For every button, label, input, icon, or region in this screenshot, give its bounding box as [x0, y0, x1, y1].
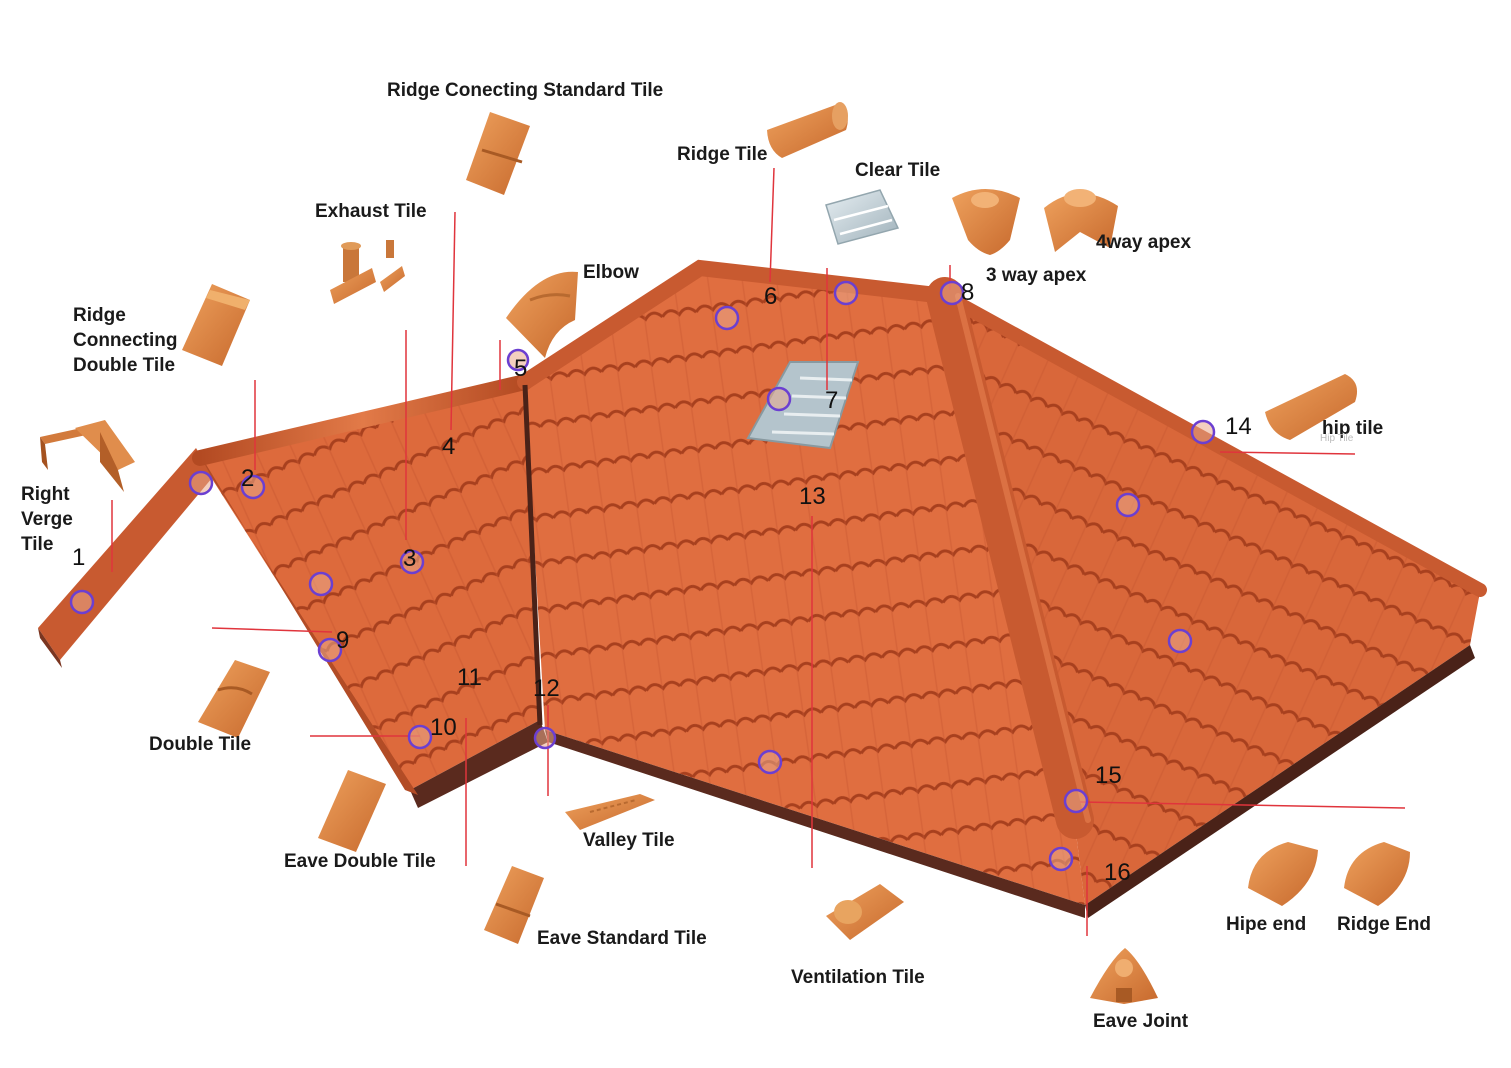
callout-12: 12: [533, 675, 560, 702]
marker: [939, 280, 965, 306]
callout-7: 7: [825, 387, 839, 414]
eave-double-tile-piece: [318, 770, 386, 852]
label-hip-tile: hip tile: [1322, 418, 1384, 439]
callout-5: 5: [514, 355, 528, 382]
tile-pieces: [40, 102, 1410, 1004]
fascia-front: [545, 730, 1085, 918]
callout-10: 10: [430, 714, 457, 741]
callout-2: 2: [241, 465, 255, 492]
leader-14: [1219, 451, 1356, 455]
label-hip-tile-faint: Hip Tile: [1320, 433, 1354, 444]
roof-right-slope: [945, 300, 1480, 905]
callout-6: 6: [764, 283, 778, 310]
marker: [188, 470, 214, 496]
marker: [833, 280, 859, 306]
label-ventilation-tile: Ventilation Tile: [791, 967, 925, 988]
label-eave-double-tile: Eave Double Tile: [284, 851, 436, 872]
label-right-verge-tile: Right Verge Tile: [21, 484, 73, 555]
leader-9: [211, 627, 333, 633]
marker: [399, 549, 425, 575]
ridge-left: [192, 374, 533, 466]
callout-8: 8: [961, 279, 975, 306]
ridge-end-piece: [1344, 842, 1410, 906]
callout-16: 16: [1104, 859, 1131, 886]
marker: [506, 348, 530, 372]
leader-4: [450, 211, 456, 431]
marker: [308, 571, 334, 597]
elbow-piece: [506, 271, 578, 358]
label-ridge-connecting-standard-tile: Ridge Conecting Standard Tile: [387, 80, 664, 101]
callout-1: 1: [72, 544, 86, 571]
leader-15: [1079, 801, 1406, 809]
ridge-tile-piece: [767, 102, 848, 158]
hip-main-shade: [955, 293, 1091, 823]
label-ridge-connecting-double-tile: Ridge Connecting Double Tile: [73, 305, 178, 376]
label-3-way-apex: 3 way apex: [986, 265, 1087, 286]
label-eave-joint: Eave Joint: [1093, 1011, 1189, 1032]
marker: [317, 637, 343, 663]
hip-main: [926, 277, 1094, 839]
marker: [714, 305, 740, 331]
leader-lines: [111, 167, 1406, 936]
double-tile-piece: [198, 660, 270, 738]
roof-left-slope: [200, 385, 540, 790]
hipe-end-piece: [1248, 842, 1318, 906]
callout-13: 13: [799, 483, 826, 510]
callout-9: 9: [336, 627, 350, 654]
hip-tile-piece: [1265, 374, 1358, 440]
label-clear-tile: Clear Tile: [855, 160, 941, 181]
label-4way-apex: 4way apex: [1096, 232, 1192, 253]
ridge-connecting-standard-tile-piece: [466, 112, 530, 195]
label-eave-standard-tile: Eave Standard Tile: [537, 928, 707, 949]
ridge-connecting-double-tile-piece: [182, 284, 250, 366]
marker: [1190, 419, 1216, 445]
label-elbow: Elbow: [583, 262, 639, 283]
label-hipe-end: Hipe end: [1226, 914, 1307, 935]
callout-11: 11: [457, 664, 482, 691]
callout-14: 14: [1225, 413, 1252, 440]
label-exhaust-tile: Exhaust Tile: [315, 201, 427, 222]
marker: [1063, 788, 1089, 814]
leader-6: [769, 167, 775, 283]
marker: [69, 589, 95, 615]
exhaust-tile-pieces: [330, 240, 405, 304]
label-valley-tile: Valley Tile: [583, 830, 675, 851]
roof: [38, 259, 1487, 918]
roof-front-slope: [525, 270, 1085, 905]
callout-15: 15: [1095, 762, 1122, 789]
fascia-left: [410, 720, 548, 808]
marker: [766, 386, 792, 412]
hip-right: [938, 289, 1487, 597]
fascia-right: [1085, 645, 1475, 918]
marker: [240, 474, 266, 500]
three-way-apex-piece: [952, 189, 1020, 255]
label-ridge-tile: Ridge Tile: [677, 144, 768, 165]
ridge-top: [517, 259, 953, 390]
marker: [1048, 846, 1074, 872]
marker: [1167, 628, 1193, 654]
ventilation-tile-piece: [826, 884, 904, 940]
marker: [1115, 492, 1141, 518]
label-ridge-end: Ridge End: [1337, 914, 1431, 935]
right-verge-tile-piece: [40, 420, 135, 492]
valley-line: [522, 384, 543, 726]
eave-joint-piece: [1090, 948, 1158, 1004]
marker: [533, 726, 557, 750]
roof-clear-tile: [746, 361, 860, 450]
marker: [407, 724, 433, 750]
label-double-tile: Double Tile: [149, 734, 252, 755]
roof-clear-tile-ribs: [771, 376, 853, 436]
verge-strip-edge: [38, 628, 62, 668]
four-way-apex-piece: [1044, 189, 1118, 252]
clear-tile-piece: [825, 189, 900, 245]
marker: [757, 749, 783, 775]
valley-tile-piece: [565, 794, 655, 830]
callout-4: 4: [442, 433, 456, 460]
markers: [69, 280, 1216, 872]
callout-3: 3: [403, 545, 417, 572]
eave-standard-tile-piece: [484, 866, 544, 944]
